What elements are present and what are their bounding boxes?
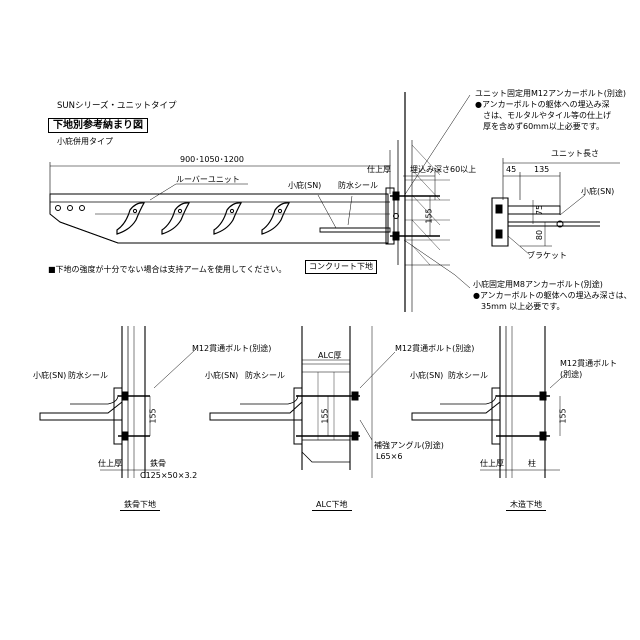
side-small-eave-label: 小庇(SN) bbox=[581, 187, 615, 196]
finish-thickness-label: 仕上厚 bbox=[367, 165, 391, 174]
alc-dimension-155: 155 bbox=[320, 408, 330, 424]
series-name: SUNシリーズ・ユニットタイプ bbox=[57, 101, 177, 111]
anchor-note-bottom-line1: 小庇固定用M8アンカーボルト(別途) bbox=[473, 280, 603, 289]
unit-length-label: ユニット長さ bbox=[551, 149, 599, 158]
wood-caption: 木造下地 bbox=[506, 500, 546, 511]
span-dimension-label: 900･1050･1200 bbox=[180, 155, 244, 164]
wood-post-label: 柱 bbox=[528, 459, 536, 468]
dimension-155-top: 155 bbox=[424, 208, 434, 224]
bracket-label: ブラケット bbox=[527, 251, 567, 260]
alc-bolt-label: M12貫通ボルト(別途) bbox=[395, 344, 475, 353]
wood-small-eave-label: 小庇(SN) bbox=[410, 371, 444, 380]
side-view-bracket bbox=[492, 158, 620, 255]
louver-unit-label: ルーバーユニット bbox=[176, 175, 240, 184]
anchor-note-bottom-line2: ●アンカーボルトの躯体への埋込み深さは、 bbox=[473, 291, 632, 300]
alc-caption: ALC下地 bbox=[312, 500, 352, 511]
steel-seal-label: 防水シール bbox=[68, 371, 108, 380]
detail-steel-drawing bbox=[40, 326, 195, 478]
alc-small-eave-label: 小庇(SN) bbox=[205, 371, 239, 380]
detail-wood-drawing bbox=[412, 326, 570, 478]
concrete-wall-section bbox=[386, 92, 470, 312]
small-eave-label: 小庇(SN) bbox=[288, 181, 322, 190]
concrete-base-label: コンクリート下地 bbox=[305, 260, 377, 274]
wood-bolt-label-line1: M12貫通ボルト bbox=[560, 359, 618, 368]
alc-angle-size: L65×6 bbox=[376, 452, 403, 461]
wood-dimension-155: 155 bbox=[558, 408, 568, 424]
wood-seal-label: 防水シール bbox=[448, 371, 488, 380]
alc-thickness-label: ALC厚 bbox=[318, 351, 342, 360]
louver-unit-elevation bbox=[50, 184, 390, 243]
anchor-note-bottom-line3: 35mm 以上必要です。 bbox=[481, 302, 565, 311]
embed-depth-label: 埋込み深さ60以上 bbox=[410, 165, 477, 174]
dimension-45: 45 bbox=[506, 165, 517, 174]
steel-finish-label: 仕上厚 bbox=[98, 459, 122, 468]
anchor-note-top-line4: 厚を含めず60mm以上必要です。 bbox=[483, 122, 604, 131]
steel-caption: 鉄骨下地 bbox=[120, 500, 160, 511]
steel-bolt-label: M12貫通ボルト(別途) bbox=[192, 344, 272, 353]
steel-member-size: C125×50×3.2 bbox=[140, 471, 198, 480]
detail-alc-drawing bbox=[210, 326, 395, 478]
steel-dimension-155: 155 bbox=[148, 408, 158, 424]
alc-angle-label: 補強アングル(別途) bbox=[374, 441, 444, 450]
span-dimension-line bbox=[50, 150, 390, 194]
dimension-75: 75 bbox=[535, 204, 545, 216]
subtitle: 小庇併用タイプ bbox=[57, 137, 113, 146]
anchor-note-top-line3: さは、モルタルやタイル等の仕上げ bbox=[483, 111, 611, 120]
steel-small-eave-label: 小庇(SN) bbox=[33, 371, 67, 380]
page-title: 下地別参考納まり図 bbox=[48, 118, 148, 133]
waterproof-seal-label: 防水シール bbox=[338, 181, 378, 190]
anchor-note-top-line2: ●アンカーボルトの躯体への埋込み深 bbox=[475, 100, 610, 109]
strength-note: ■下地の強度が十分でない場合は支持アームを使用してください。 bbox=[48, 265, 287, 274]
anchor-note-top-line1: ユニット固定用M12アンカーボルト(別途) bbox=[475, 89, 627, 98]
wood-bolt-label-line2: (別途) bbox=[560, 370, 583, 379]
dimension-135: 135 bbox=[534, 165, 550, 174]
dimension-80: 80 bbox=[535, 229, 545, 241]
alc-seal-label: 防水シール bbox=[245, 371, 285, 380]
wood-finish-label: 仕上厚 bbox=[480, 459, 504, 468]
steel-member-label: 鉄骨 bbox=[150, 459, 166, 468]
